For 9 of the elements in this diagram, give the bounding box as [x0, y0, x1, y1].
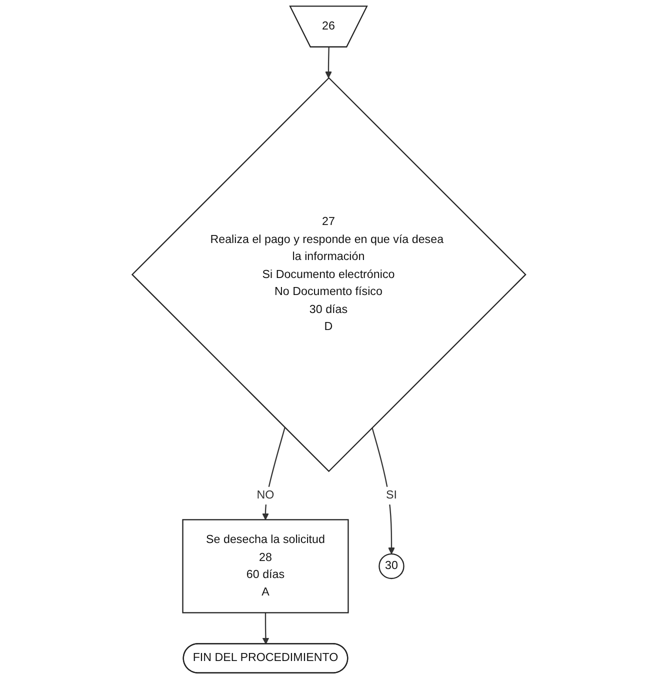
edge-label: NO [256, 488, 274, 502]
arrow [372, 427, 396, 554]
node-diamond: 27 Realiza el pago y responde en que vía desea la información Si Documento electrónico No Documento físico 30 días D [131, 77, 526, 472]
arrow [262, 427, 286, 520]
arrow [325, 47, 332, 78]
arrow [262, 612, 270, 644]
node-circle: 30 [378, 553, 404, 580]
node-box: Se desecha la solicitud 28 60 días A [182, 519, 349, 614]
edge-label: SI [386, 488, 398, 502]
